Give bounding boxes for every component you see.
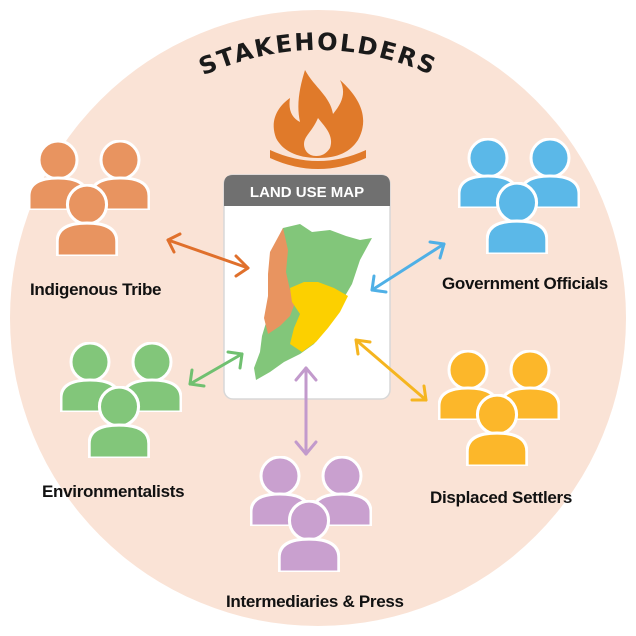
arrow-tribe-map bbox=[166, 232, 250, 278]
label-environmentalists: Environmentalists bbox=[42, 482, 185, 501]
land-use-map-card: LAND USE MAP bbox=[223, 174, 391, 400]
label-government-officials: Government Officials bbox=[442, 274, 608, 293]
label-displaced-settlers: Displaced Settlers bbox=[430, 488, 572, 507]
label-intermediaries-press: Intermediaries & Press bbox=[226, 592, 404, 611]
arrow-press-map bbox=[294, 366, 318, 456]
map-region-yellow bbox=[290, 282, 348, 352]
arrow-settlers-map bbox=[354, 338, 428, 402]
map-card-title: LAND USE MAP bbox=[250, 184, 364, 201]
label-indigenous-tribe: Indigenous Tribe bbox=[30, 280, 162, 299]
map-region-orange bbox=[264, 228, 296, 334]
arrow-government-map bbox=[370, 240, 446, 294]
flame-icon bbox=[270, 70, 366, 169]
arrow-environmentalists-map bbox=[188, 350, 244, 388]
